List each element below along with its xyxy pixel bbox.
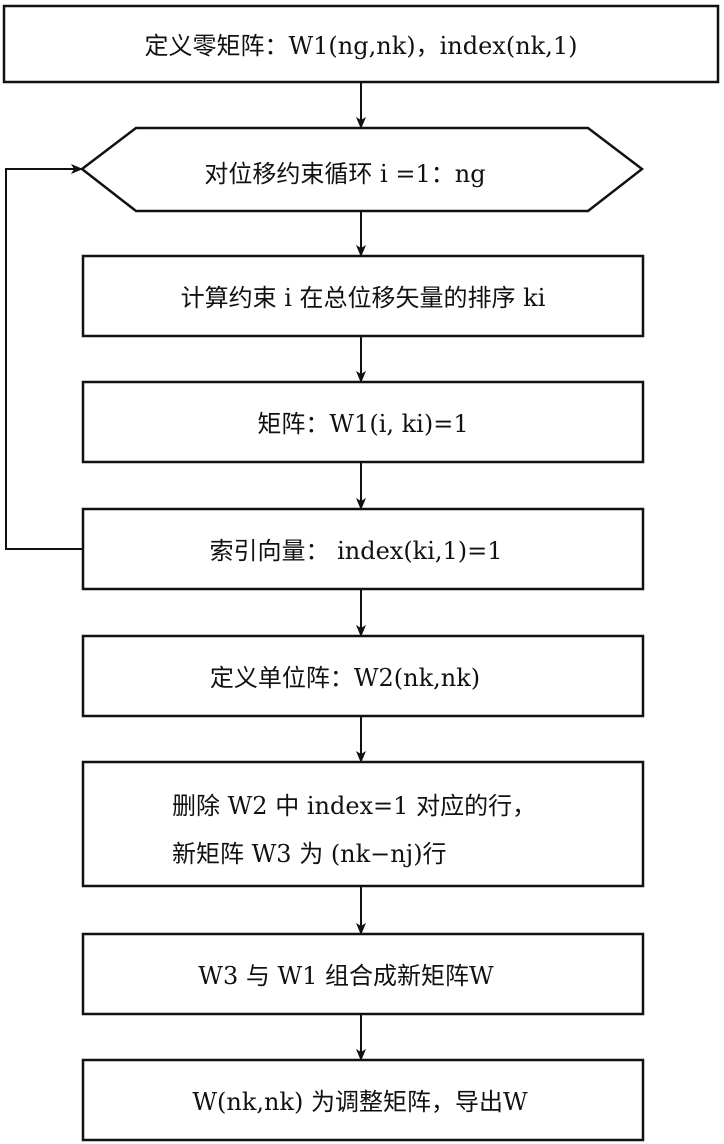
step-set-matrix-text: 矩阵：W1(i, ki)=1 xyxy=(257,410,468,438)
connector-loop-back xyxy=(5,164,83,550)
step-delete-rows-line-1: 删除 W2 中 index=1 对应的行， xyxy=(172,792,536,820)
step-index-vector-text: 索引向量： index(ki,1)=1 xyxy=(209,537,502,565)
step-delete-rows-line-2: 新矩阵 W3 为 (nk−nj)行 xyxy=(172,840,447,868)
step-compute-order-text: 计算约束 i 在总位移矢量的排序 ki xyxy=(181,284,546,312)
flow-step-compute-order: 计算约束 i 在总位移矢量的排序 ki xyxy=(81,254,645,338)
flow-step-delete-rows: 删除 W2 中 index=1 对应的行， 新矩阵 W3 为 (nk−nj)行 xyxy=(81,760,645,888)
step-identity-text: 定义单位阵：W2(nk,nk) xyxy=(210,664,480,692)
flow-step-index-vector: 索引向量： index(ki,1)=1 xyxy=(81,507,645,591)
step-combine-text: W3 与 W1 组合成新矩阵W xyxy=(198,962,494,990)
step-loop-text: 对位移约束循环 i =1：ng xyxy=(204,160,485,188)
flow-step-init: 定义零矩阵：W1(ng,nk)，index(nk,1) xyxy=(2,4,720,84)
flow-step-loop: 对位移约束循环 i =1：ng xyxy=(79,126,645,213)
flow-connectors xyxy=(5,82,366,1061)
flow-step-identity: 定义单位阵：W2(nk,nk) xyxy=(81,634,645,718)
step-init-text: 定义零矩阵：W1(ng,nk)，index(nk,1) xyxy=(145,32,578,60)
flow-step-set-matrix: 矩阵：W1(i, ki)=1 xyxy=(81,380,645,464)
step-export-text: W(nk,nk) 为调整矩阵，导出W xyxy=(192,1088,528,1116)
flow-step-export: W(nk,nk) 为调整矩阵，导出W xyxy=(81,1058,645,1142)
flow-step-combine: W3 与 W1 组合成新矩阵W xyxy=(81,932,645,1016)
